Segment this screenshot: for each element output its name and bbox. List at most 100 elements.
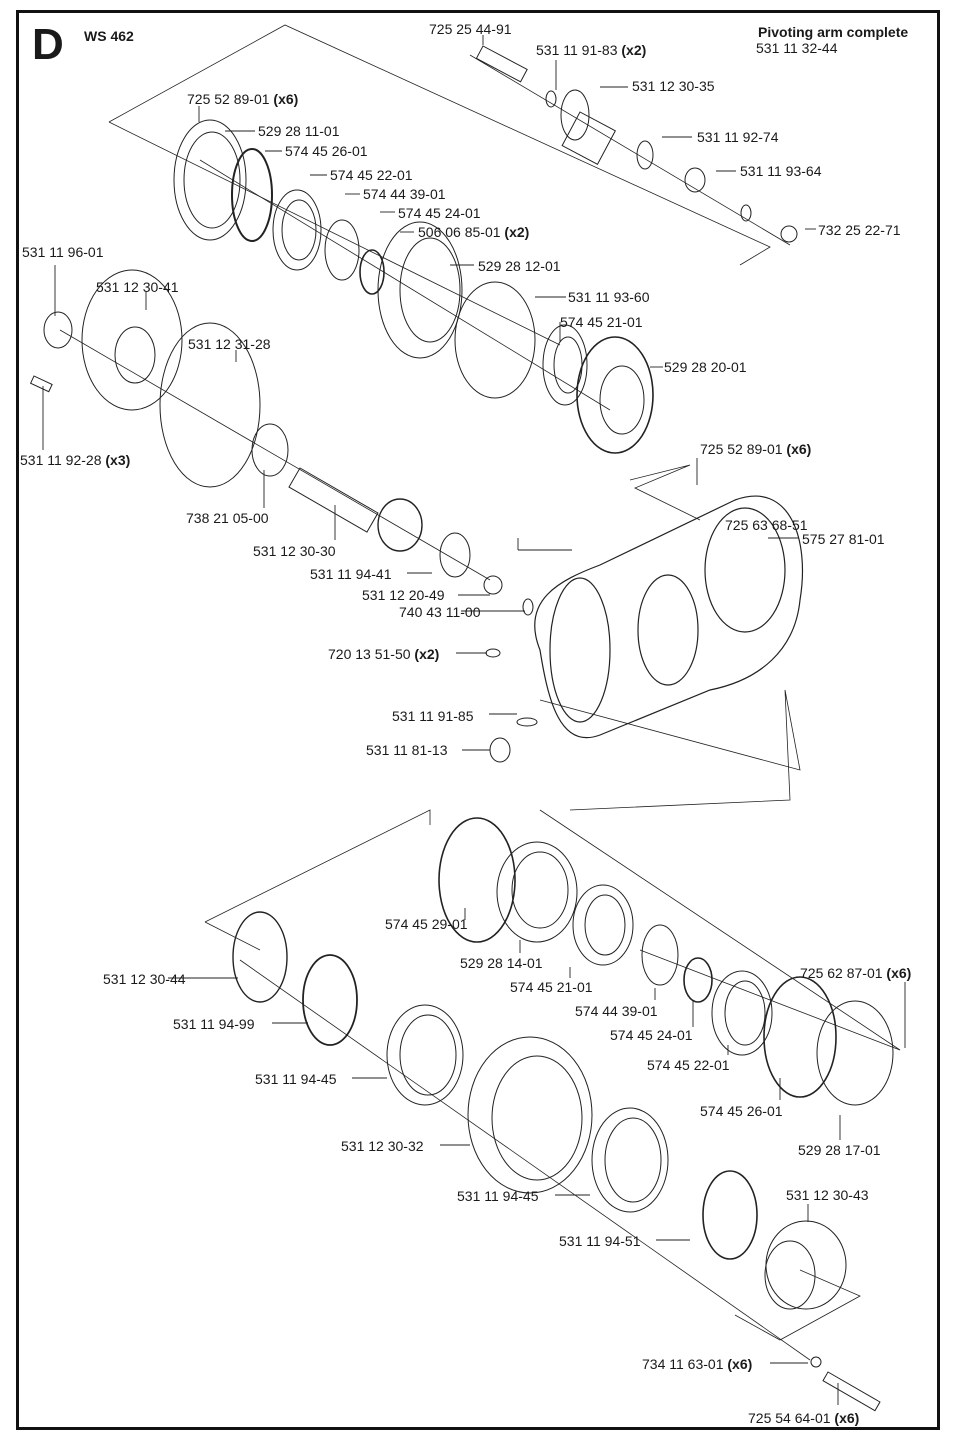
pivot-bolt-assembly [475, 45, 798, 243]
part-quantity: (x6) [830, 1410, 860, 1426]
part-number: 738 21 05-00 [186, 510, 269, 526]
part-callout: 531 11 93-60 [568, 289, 649, 305]
part-number: 531 12 20-49 [362, 587, 445, 603]
part-callout: 529 28 20-01 [664, 359, 747, 375]
part-number: 574 45 22-01 [330, 167, 413, 183]
part-callout: 531 11 92-74 [697, 129, 778, 145]
part-quantity: (x2) [500, 224, 530, 240]
part-number: 531 11 81-13 [366, 742, 448, 758]
part-callout: 529 28 17-01 [798, 1142, 881, 1158]
part-number: 734 11 63-01 [642, 1356, 724, 1372]
part-number: 725 63 68-51 [725, 517, 808, 533]
part-number: 575 27 81-01 [802, 531, 885, 547]
part-number: 720 13 51-50 [328, 646, 411, 662]
part-number: 725 52 89-01 [187, 91, 270, 107]
assembly-outline-upper [108, 24, 801, 811]
part-quantity: (x6) [882, 965, 912, 981]
part-number: 531 11 94-45 [255, 1071, 337, 1087]
part-number: 531 11 91-85 [392, 708, 474, 724]
part-number: 531 12 30-35 [632, 78, 715, 94]
part-number: 725 25 44-91 [429, 21, 512, 37]
part-callout: 529 28 12-01 [478, 258, 561, 274]
part-quantity: (x6) [723, 1356, 753, 1372]
part-callout: 720 13 51-50 (x2) [328, 646, 439, 662]
part-number: 531 11 94-41 [310, 566, 392, 582]
part-number: 506 06 85-01 [418, 224, 501, 240]
part-callout: 574 45 21-01 [510, 979, 593, 995]
part-callout: 574 45 26-01 [700, 1103, 783, 1119]
part-callout: 531 11 94-45 [457, 1188, 538, 1204]
part-number: 531 12 31-28 [188, 336, 271, 352]
part-callout: 531 12 30-32 [341, 1138, 424, 1154]
part-callout: 574 45 22-01 [647, 1057, 730, 1073]
section-letter: D [32, 20, 64, 69]
part-number: 574 45 21-01 [510, 979, 593, 995]
diagram-frame [16, 10, 940, 1430]
part-callout: 531 11 92-28 (x3) [20, 452, 130, 468]
part-number: 531 12 30-41 [96, 279, 179, 295]
part-number: 725 52 89-01 [700, 441, 783, 457]
part-number: 574 45 29-01 [385, 916, 468, 932]
part-callout: 531 11 94-45 [255, 1071, 336, 1087]
left-cover-and-gasket [29, 269, 289, 488]
part-number: 531 12 30-32 [341, 1138, 424, 1154]
pivot-arm-housing [534, 495, 804, 739]
part-callout: 575 27 81-01 [802, 531, 885, 547]
part-quantity: (x6) [782, 441, 812, 457]
part-callout: 574 45 21-01 [560, 314, 643, 330]
part-callout: 531 11 94-41 [310, 566, 391, 582]
part-number: 531 11 93-64 [740, 163, 822, 179]
part-callout: 531 11 94-99 [173, 1016, 254, 1032]
part-callout: 725 25 44-91 [429, 21, 512, 37]
part-callout: 531 12 30-30 [253, 543, 336, 559]
part-number: 574 44 39-01 [363, 186, 446, 202]
part-number: 531 11 96-01 [22, 244, 104, 260]
part-number: 574 44 39-01 [575, 1003, 658, 1019]
part-callout: 529 28 11-01 [258, 123, 339, 139]
part-callout: 574 44 39-01 [363, 186, 446, 202]
part-callout: 725 54 64-01 (x6) [748, 1410, 859, 1426]
part-callout: 531 12 30-35 [632, 78, 715, 94]
part-callout: 740 43 11-00 [399, 604, 480, 620]
part-number: 531 11 91-83 [536, 42, 618, 58]
part-callout: 725 62 87-01 (x6) [800, 965, 911, 981]
part-callout: 531 12 30-44 [103, 971, 186, 987]
part-callout: 574 45 29-01 [385, 916, 468, 932]
part-number: 732 25 22-71 [818, 222, 901, 238]
part-number: 531 11 94-51 [559, 1233, 641, 1249]
part-callout: 732 25 22-71 [818, 222, 901, 238]
part-number: 531 11 94-99 [173, 1016, 255, 1032]
kit-title: Pivoting arm complete [758, 24, 909, 40]
part-quantity: (x3) [101, 452, 131, 468]
part-callout: 531 12 31-28 [188, 336, 271, 352]
part-number: 531 11 92-74 [697, 129, 779, 145]
model-name: WS 462 [84, 28, 134, 44]
part-number: 531 12 30-44 [103, 971, 186, 987]
part-callout: 531 12 20-49 [362, 587, 445, 603]
part-number: 574 45 21-01 [560, 314, 643, 330]
part-callout: 531 11 91-85 [392, 708, 473, 724]
part-number: 531 11 93-60 [568, 289, 650, 305]
part-callout: 529 28 14-01 [460, 955, 543, 971]
part-number: 529 28 14-01 [460, 955, 543, 971]
part-callout: 574 44 39-01 [575, 1003, 658, 1019]
part-number: 529 28 12-01 [478, 258, 561, 274]
part-callout: 574 45 24-01 [610, 1027, 693, 1043]
part-callout: 738 21 05-00 [186, 510, 269, 526]
part-callout: 725 52 89-01 (x6) [187, 91, 298, 107]
part-number: 574 45 22-01 [647, 1057, 730, 1073]
part-quantity: (x2) [410, 646, 440, 662]
part-number: 725 54 64-01 [748, 1410, 831, 1426]
part-callout: 574 45 22-01 [330, 167, 413, 183]
part-number: 574 45 26-01 [285, 143, 368, 159]
part-number: 531 11 94-45 [457, 1188, 539, 1204]
leader-lines [42, 35, 906, 1405]
part-number: 529 28 17-01 [798, 1142, 881, 1158]
part-quantity: (x2) [617, 42, 647, 58]
upper-bearing-stack [173, 119, 654, 454]
part-callout: 725 52 89-01 (x6) [700, 441, 811, 457]
part-number: 531 11 92-28 [20, 452, 102, 468]
part-callout: 531 12 30-43 [786, 1187, 869, 1203]
part-number: 740 43 11-00 [399, 604, 481, 620]
